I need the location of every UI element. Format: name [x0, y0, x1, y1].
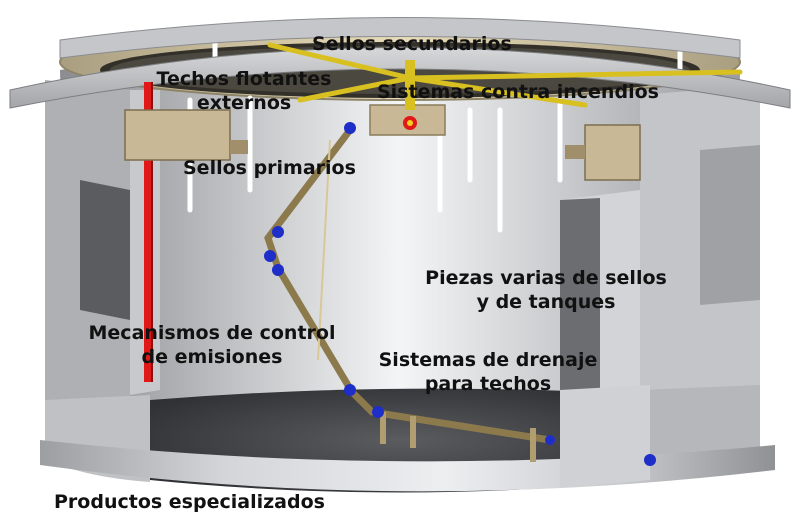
label-secondary-seals: Sellos secundarios	[312, 33, 512, 55]
primary-seal-box-right	[565, 124, 641, 181]
fire-system-unit	[369, 60, 446, 136]
label-misc-parts-line1: Piezas varias de sellos	[425, 267, 667, 289]
drain-rope	[317, 139, 331, 361]
label-floating-roofs: Techos flotantes externos	[136, 67, 352, 115]
label-floating-roofs-line1: Techos flotantes	[156, 68, 332, 90]
secondary-seal-arms	[267, 42, 743, 108]
label-misc-parts: Piezas varias de sellos y de tanques	[396, 266, 696, 314]
gauge-pole	[144, 82, 153, 382]
drain-pipe-supports	[380, 412, 536, 462]
label-roof-drainage-line1: Sistemas de drenaje	[378, 349, 598, 371]
roof-drain-pipe	[264, 126, 554, 444]
label-primary-seals: Sellos primarios	[183, 157, 356, 179]
drain-swivel-joints	[264, 122, 656, 466]
primary-seal-box-left	[124, 109, 248, 161]
tank-top-rim	[9, 17, 791, 109]
label-emission-control-line2: de emisiones	[141, 346, 283, 368]
label-misc-parts-line2: y de tanques	[476, 291, 616, 313]
tank-shell-right	[560, 85, 760, 478]
label-roof-drainage-line2: para techos	[424, 373, 552, 395]
label-emission-control: Mecanismos de control de emisiones	[62, 321, 362, 369]
tank-shell-front	[40, 385, 775, 492]
label-floating-roofs-line2: externos	[196, 92, 292, 114]
label-specialty-products: Productos especializados	[54, 491, 325, 513]
label-roof-drainage: Sistemas de drenaje para techos	[352, 348, 624, 396]
label-fire-systems: Sistemas contra incendios	[377, 81, 659, 103]
label-emission-control-line1: Mecanismos de control	[88, 322, 336, 344]
